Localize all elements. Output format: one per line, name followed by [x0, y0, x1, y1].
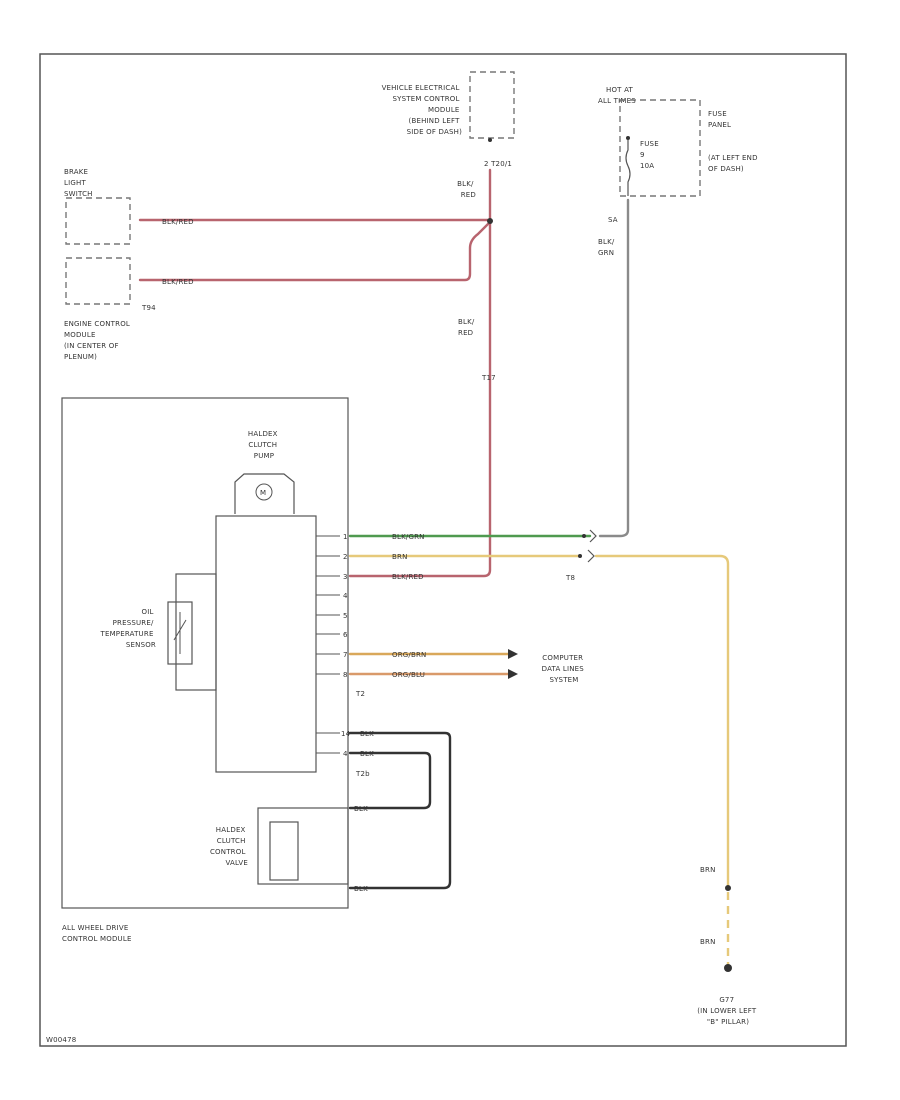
wire-label-blk-red-v1: BLK/ RED — [457, 180, 476, 199]
hot-label: HOT AT ALL TIMES — [598, 86, 636, 105]
wire-label-blk-1: BLK — [360, 730, 374, 738]
wire-label-blk-red-2: BLK/RED — [162, 278, 194, 286]
wire-blk-1 — [348, 731, 452, 890]
oil-sensor-label: OIL PRESSURE/ TEMPERATURE SENSOR — [99, 608, 156, 649]
awd-electronics — [215, 515, 317, 773]
fuse-symbol — [625, 140, 631, 196]
diagram-frame — [39, 53, 847, 1047]
connector-t8-dot-2 — [578, 554, 582, 558]
svg-text:14: 14 — [341, 730, 351, 738]
fuse-label: FUSE 9 10A — [640, 140, 661, 170]
pump-symbol — [234, 473, 295, 514]
t2-label: T2 — [355, 690, 365, 698]
valve-label: HALDEX CLUTCH CONTROL VALVE — [210, 826, 248, 867]
pump-motor-m: M — [260, 489, 266, 497]
wire-label-blk-4: BLK — [354, 885, 368, 893]
wire-blk-red-ecm — [138, 220, 492, 282]
vecm-box — [469, 71, 515, 139]
computer-label: COMPUTER DATA LINES SYSTEM — [542, 654, 587, 684]
vecm-pin-dot — [488, 138, 492, 142]
ecm-label: ENGINE CONTROL MODULE (IN CENTER OF PLEN… — [64, 320, 132, 361]
fuse-panel-label: FUSE PANEL (AT LEFT END OF DASH) — [708, 110, 760, 173]
t2b-label: T2b — [355, 770, 370, 778]
wire-label-brn-ground-2: BRN — [700, 938, 716, 946]
wire-label-blk-2: BLK — [360, 750, 374, 758]
wire-label-brn-ground-1: BRN — [700, 866, 716, 874]
vecm-pin-label: 2 T20/1 — [484, 160, 512, 168]
brake-label: BRAKE LIGHT SWITCH — [64, 168, 93, 198]
fuse-panel-box — [619, 99, 701, 197]
pump-motor — [255, 483, 273, 501]
svg-text:5: 5 — [343, 612, 348, 620]
wire-blk-2 — [348, 751, 432, 810]
awd-pin-labels: 1 2 3 4 5 6 7 8 14 4 — [341, 533, 351, 758]
valve-box — [257, 807, 349, 885]
splice-blk-red — [487, 218, 493, 224]
oil-sensor-box — [175, 573, 217, 691]
wire-blk-red-main — [348, 168, 492, 578]
connector-t8-1 — [589, 529, 597, 543]
wire-blk-grn — [598, 198, 630, 538]
awd-module-box — [61, 397, 349, 909]
diagram-code: W00478 — [46, 1036, 76, 1044]
wire-label-blk-red-1: BLK/RED — [162, 218, 194, 226]
oil-sensor-inner — [167, 601, 193, 665]
awd-label: ALL WHEEL DRIVE CONTROL MODULE — [62, 924, 132, 943]
t17-label: T17 — [481, 374, 496, 382]
connector-t8-2 — [587, 549, 595, 563]
wire-label-blk-grn: BLK/GRN — [392, 533, 425, 541]
wire-label-brn: BRN — [392, 553, 408, 561]
svg-text:6: 6 — [343, 631, 348, 639]
svg-text:2: 2 — [343, 553, 348, 561]
wire-label-org-blu: ORG/BLU — [392, 671, 425, 679]
svg-text:4: 4 — [343, 592, 348, 600]
arrow-org-blu — [508, 669, 518, 679]
wire-label-blk-red-3: BLK/RED — [392, 573, 424, 581]
svg-text:3: 3 — [343, 573, 348, 581]
t8-label: T8 — [565, 574, 575, 582]
svg-text:4: 4 — [343, 750, 348, 758]
oil-sensor-symbol — [173, 612, 187, 654]
ground-point — [724, 964, 732, 972]
pump-label: HALDEX CLUTCH PUMP — [248, 430, 280, 460]
ecm-pin-label: T94 — [141, 304, 156, 312]
wire-label-blk-red-v2: BLK/ RED — [458, 318, 477, 337]
brake-switch-box — [65, 197, 131, 245]
wire-label-blk-3: BLK — [354, 805, 368, 813]
connector-t8-dot-1 — [582, 534, 586, 538]
awd-pin-stubs — [316, 535, 340, 754]
svg-text:7: 7 — [343, 651, 348, 659]
sa-label: SA — [608, 216, 618, 224]
vecm-label: VEHICLE ELECTRICAL SYSTEM CONTROL MODULE… — [382, 84, 463, 136]
ecm-box — [65, 257, 131, 305]
svg-text:1: 1 — [343, 533, 348, 541]
wire-label-org-brn: ORG/BRN — [392, 651, 426, 659]
arrow-org-brn — [508, 649, 518, 659]
valve-coil — [269, 821, 299, 881]
fuse-top-dot — [626, 136, 630, 140]
ground-label: G77 (IN LOWER LEFT "B" PILLAR) — [697, 996, 759, 1026]
wire-label-blk-grn-v: BLK/ GRN — [598, 238, 617, 257]
wire-brn-long — [594, 554, 730, 887]
svg-text:8: 8 — [343, 671, 348, 679]
ground-splice-dot — [725, 885, 731, 891]
